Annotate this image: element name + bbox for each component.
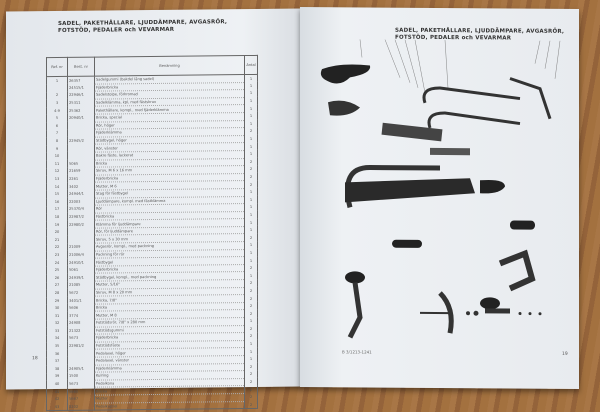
qty-cell: 1 [244,203,258,212]
qty-cell: 2 [244,233,258,242]
page-number-left: 18 [32,356,38,362]
best-cell: 8202 [67,402,95,411]
qty-cell: 2 [244,302,258,310]
qty-cell: 2 [244,294,258,303]
qty-cell: 2 [244,400,258,409]
exploded-parts-diagram [320,39,561,339]
carrier-tubes [422,77,552,129]
qty-cell: 2 [244,378,258,386]
qty-cell: 1 [244,256,258,265]
page-number-right: 19 [562,351,568,357]
qty-cell: 1 [244,112,258,121]
header-name: Benämning [94,55,245,77]
qty-cell: 2 [244,165,258,174]
leader-lines [359,39,561,93]
qty-cell: 2 [244,173,258,181]
qty-cell: 1 [244,97,258,105]
qty-cell: 1 [244,188,258,197]
qty-cell: 1 [244,226,258,235]
qty-cell: 1 [244,211,258,219]
qty-cell: 1 [244,74,258,83]
qty-cell: 1 [244,241,258,250]
left-page-title: SADEL, PAKETHÅLLARE, LJUDDÄMPARE, AVGASR… [58,19,227,35]
qty-cell: 2 [244,264,258,272]
qty-cell: 2 [244,287,258,295]
name-cell: Pedalkapsel [94,401,245,411]
saddle [320,64,371,84]
qty-cell: 2 [244,362,258,371]
crank-arm [498,249,536,292]
footrest-right [510,220,535,230]
qty-cell: 2 [244,279,258,288]
qty-cell: 1 [244,218,258,227]
header-best: Best. nr [67,57,95,77]
qty-cell: 2 [244,127,258,136]
qty-cell: 2 [244,393,258,402]
pedal-left [345,271,365,284]
qty-cell: 1 [244,347,258,356]
print-code: B 3/1213-1241 [342,349,372,355]
right-page: SADEL, PAKETHÅLLARE, LJUDDÄMPARE, AVGASR… [300,7,579,389]
carrier-plate [381,122,443,142]
muffler [345,178,475,203]
bracket [430,147,470,156]
small-parts [466,310,542,316]
muffler-tip [480,179,505,194]
qty-cell: 1 [244,104,258,113]
qty-cell: 1 [244,150,258,159]
header-ref: Ref. nr [46,57,68,77]
qty-cell: 2 [244,180,258,189]
qty-cell: 1 [244,89,258,98]
qty-cell: 2 [244,325,258,333]
qty-cell: 1 [244,271,258,280]
qty-cell: 1 [244,142,258,151]
qty-cell: 1 [244,195,258,204]
header-qty: Antal [244,55,258,75]
pedal-right [480,297,500,310]
qty-cell: 1 [244,317,258,326]
pedal-rubber [485,308,510,314]
qty-cell: 2 [244,157,258,166]
qty-cell: 1 [244,119,258,128]
qty-cell: 1 [244,355,258,364]
left-page: SADEL, PAKETHÅLLARE, LJUDDÄMPARE, AVGASR… [6,8,302,411]
title-line-2: FOTSTÖD, PEDALER och VEVARMAR [58,26,175,35]
saddle-spring [328,100,360,116]
qty-cell: 2 [244,370,258,379]
ref-cell: 43 [46,402,68,411]
qty-cell: 1 [244,340,258,348]
qty-cell: 1 [244,249,258,257]
qty-cell: 2 [244,385,258,394]
qty-cell: 1 [244,82,258,90]
footrest-left [392,239,422,248]
qty-cell: 2 [244,309,258,318]
qty-cell: 2 [244,332,258,341]
crank-arm-lower [438,291,454,334]
qty-cell: 1 [244,135,258,143]
crank-arm-left [347,282,363,339]
